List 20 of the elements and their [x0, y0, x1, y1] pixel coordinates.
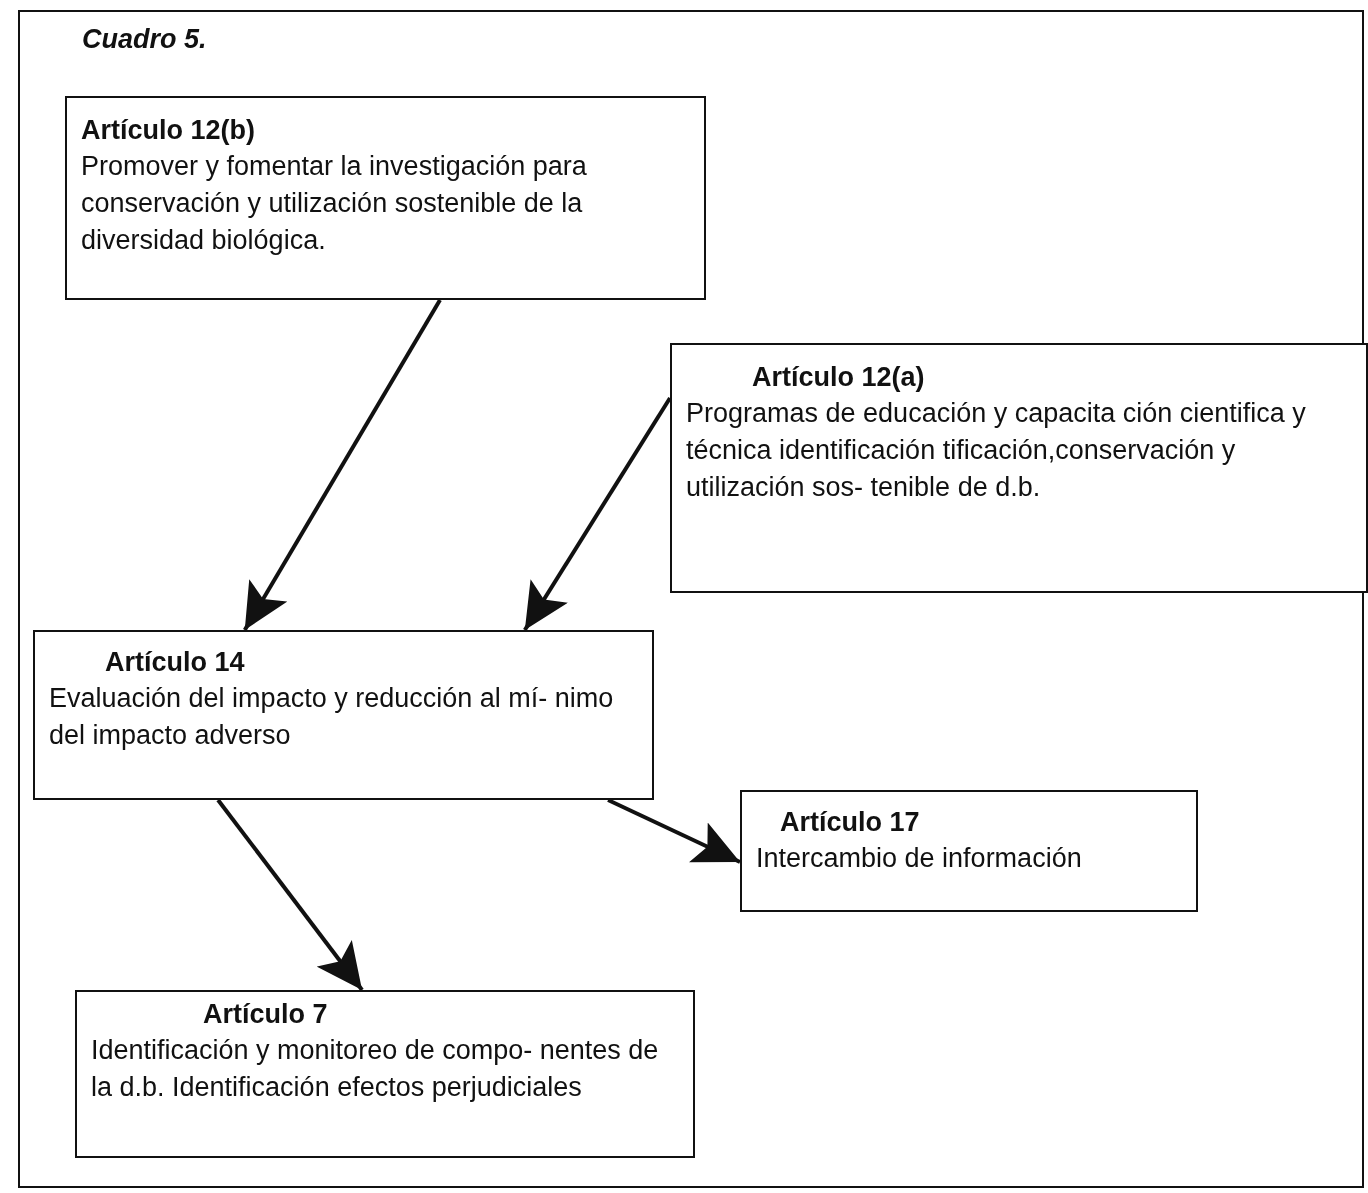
arrow [243, 299, 442, 632]
article-heading: Artículo 12(b) [81, 114, 256, 147]
article-heading: Artículo 7 [202, 998, 329, 1031]
article-heading: Artículo 17 [779, 806, 921, 839]
article-box [33, 630, 654, 800]
article-heading: Artículo 14 [104, 646, 246, 679]
article-description: Identificación y monitoreo de compo- nentes de la d.b. Identificación efectos perjudiciales [91, 1034, 660, 1104]
diagram-title: Cuadro 5. [82, 24, 207, 55]
article-description: Evaluación del impacto y reducción al mí- nimo del impacto adverso [49, 682, 615, 752]
article-description: Intercambio de información [756, 842, 1083, 875]
article-description: Programas de educación y capacita ción cientifica y técnica identificación tificación,conservación y utilización sos- tenible de d.b. [686, 397, 1307, 504]
article-box [670, 343, 1368, 593]
article-description: Promover y fomentar la investigación para conservación y utilización sostenible de la diversidad biológica. [81, 150, 588, 257]
article-box [75, 990, 695, 1158]
arrow [216, 798, 364, 992]
arrow [607, 798, 741, 864]
article-heading: Artículo 12(a) [751, 361, 926, 394]
article-box [740, 790, 1198, 912]
arrow [523, 396, 672, 632]
article-box [65, 96, 706, 300]
